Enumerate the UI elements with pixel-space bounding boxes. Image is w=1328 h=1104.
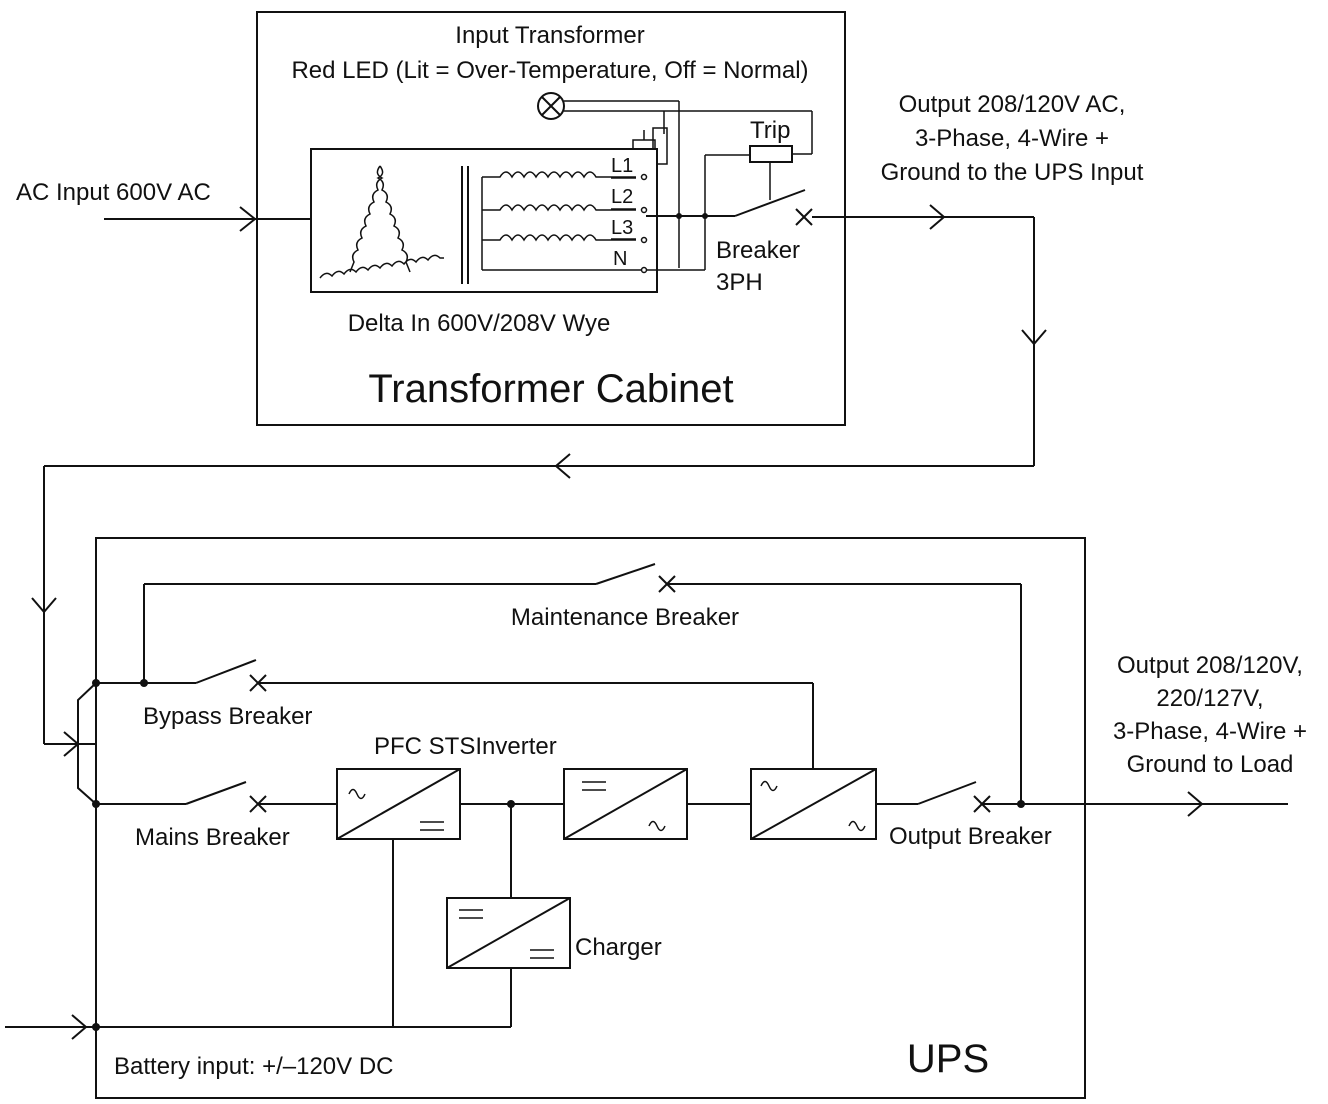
phase-label-l1: L1 [611,155,633,177]
ups-output-label-1: Output 208/120V, [1117,652,1303,679]
pfc-rectifier-block [336,768,461,840]
ups-output-arrow-icon [1187,791,1204,817]
ups-output-label-4: Ground to Load [1127,751,1294,778]
breaker-3ph [734,189,813,226]
feed-left-arrow-icon [554,453,571,479]
maintenance-breaker-label: Maintenance Breaker [511,604,739,631]
cabinet-output-wiring [646,154,750,271]
output-breaker-label: Output Breaker [889,823,1052,850]
battery-bus [5,804,512,1031]
feed-down-arrow-2-icon [31,597,57,614]
trip-label: Trip [750,117,790,144]
cabinet-output-label-2: 3-Phase, 4-Wire + [915,125,1109,152]
phase-label-l2: L2 [611,186,633,208]
inverter-block [750,768,877,840]
feed-down-arrow-icon [1021,329,1047,346]
bypass-breaker-label: Bypass Breaker [143,703,312,730]
ups-output-label-2: 220/127V, [1156,685,1263,712]
cabinet-output-arrow-icon [929,204,946,230]
battery-input-label: Battery input: +/–120V DC [114,1053,394,1080]
phase-label-n: N [613,248,627,270]
cabinet-output-label-1: Output 208/120V AC, [899,91,1126,118]
input-transformer-label: Input Transformer [455,22,644,49]
delta-winding-icon [319,165,444,279]
maintenance-path [140,563,1022,804]
delta-label: Delta In 600V/208V Wye [348,310,611,337]
output-breaker [876,781,1288,813]
cabinet-to-ups-feed [43,216,1035,745]
red-led-label: Red LED (Lit = Over-Temperature, Off = N… [291,57,808,84]
trip-coil [749,145,793,163]
breaker-3ph-label-2: 3PH [716,269,763,296]
charger-label: Charger [575,934,662,961]
mains-path [96,781,337,813]
phase-label-l3: L3 [611,217,633,239]
red-led-icon [537,92,565,120]
ac-input-arrow-icon [239,206,257,232]
cabinet-output-label-3: Ground to the UPS Input [881,159,1144,186]
wye-secondary-windings [481,171,648,274]
ac-input-label: AC Input 600V AC [16,179,211,206]
sts-block [563,768,688,840]
pfc-sts-inverter-label: PFC STSInverter [374,733,557,760]
bypass-path [96,659,814,769]
dc-bus [460,800,564,898]
transformer-cabinet-title: Transformer Cabinet [368,367,733,411]
ups-title: UPS [907,1037,989,1081]
breaker-3ph-label-1: Breaker [716,237,800,264]
led-wiring [564,100,813,268]
battery-input-arrow-icon [71,1014,88,1040]
mains-breaker-label: Mains Breaker [135,824,290,851]
charger-block [446,897,571,969]
ups-output-label-3: 3-Phase, 4-Wire + [1113,718,1307,745]
